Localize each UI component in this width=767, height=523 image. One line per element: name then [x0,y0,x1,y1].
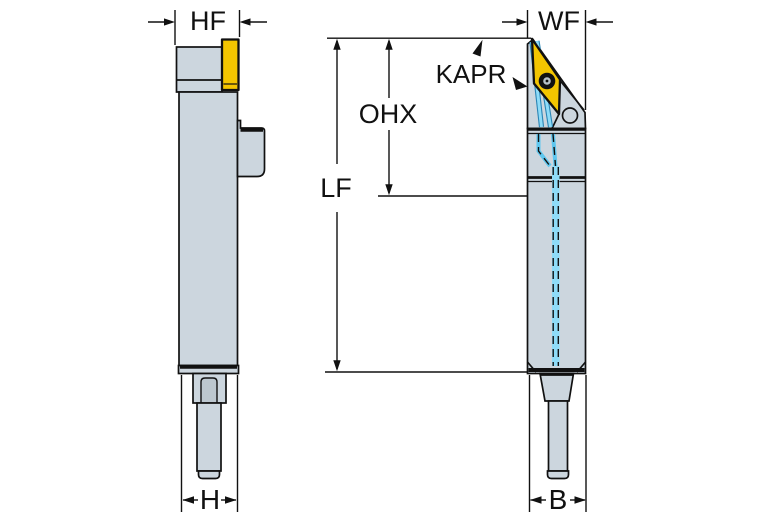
kapr-arrowhead-icon [472,39,483,57]
arrowhead-left-icon [585,18,597,26]
insert-front-view [530,37,562,116]
h-label: H [200,484,220,515]
screw-shank-front [547,400,569,472]
hf-label: HF [190,6,226,36]
b-dimension: B [528,375,587,515]
kapr-annotation: KAPR [436,39,528,90]
side-view: HF H [148,6,267,515]
arrowhead-right-icon [164,18,175,26]
h-dimension: H [180,375,239,515]
wf-label: WF [538,6,580,36]
insert-screw-dot [545,79,549,83]
shank-tip-cap [546,470,570,480]
front-view: WF LF OHX [320,6,613,515]
corner-chamfer [526,361,537,373]
coolant-branch-dashes [537,134,551,167]
shank-tip-cap [197,470,221,480]
arrowhead-up-icon [385,38,393,50]
clamp-step [236,119,266,178]
b-label: B [549,484,568,515]
arrowhead-right-icon [225,496,237,504]
ohx-dimension: OHX [359,38,418,196]
clamp-screw-detail [561,107,579,124]
head-chamfer-line [559,79,585,111]
hf-dimension: HF [148,6,267,45]
holder-head-side [175,46,223,93]
lf-label: LF [320,173,352,203]
neck-inner-detail [200,377,218,404]
neck-taper-front [538,372,575,402]
screw-shank-side [196,402,222,472]
side-view-body [175,38,266,480]
coolant-duct [552,166,560,366]
arrowhead-right-icon [516,18,528,26]
ohx-label: OHX [359,99,418,129]
arrowhead-left-icon [239,18,251,26]
kapr-label: KAPR [436,59,507,89]
pocket-line [551,113,560,129]
arrowhead-down-icon [333,360,341,372]
arrowhead-left-icon [530,496,542,504]
arrowhead-right-icon [574,496,586,504]
arrowhead-left-icon [182,496,194,504]
holder-shank-side [178,91,239,367]
kapr-arrowhead-icon [512,77,528,90]
insert-side-view [220,38,240,92]
wf-dimension: WF [502,6,613,110]
coolant-branch-dashes [552,133,557,167]
lf-dimension: LF [320,38,352,372]
arrowhead-down-icon [385,184,393,196]
arrowhead-up-icon [333,38,341,50]
corner-chamfer [576,361,587,373]
